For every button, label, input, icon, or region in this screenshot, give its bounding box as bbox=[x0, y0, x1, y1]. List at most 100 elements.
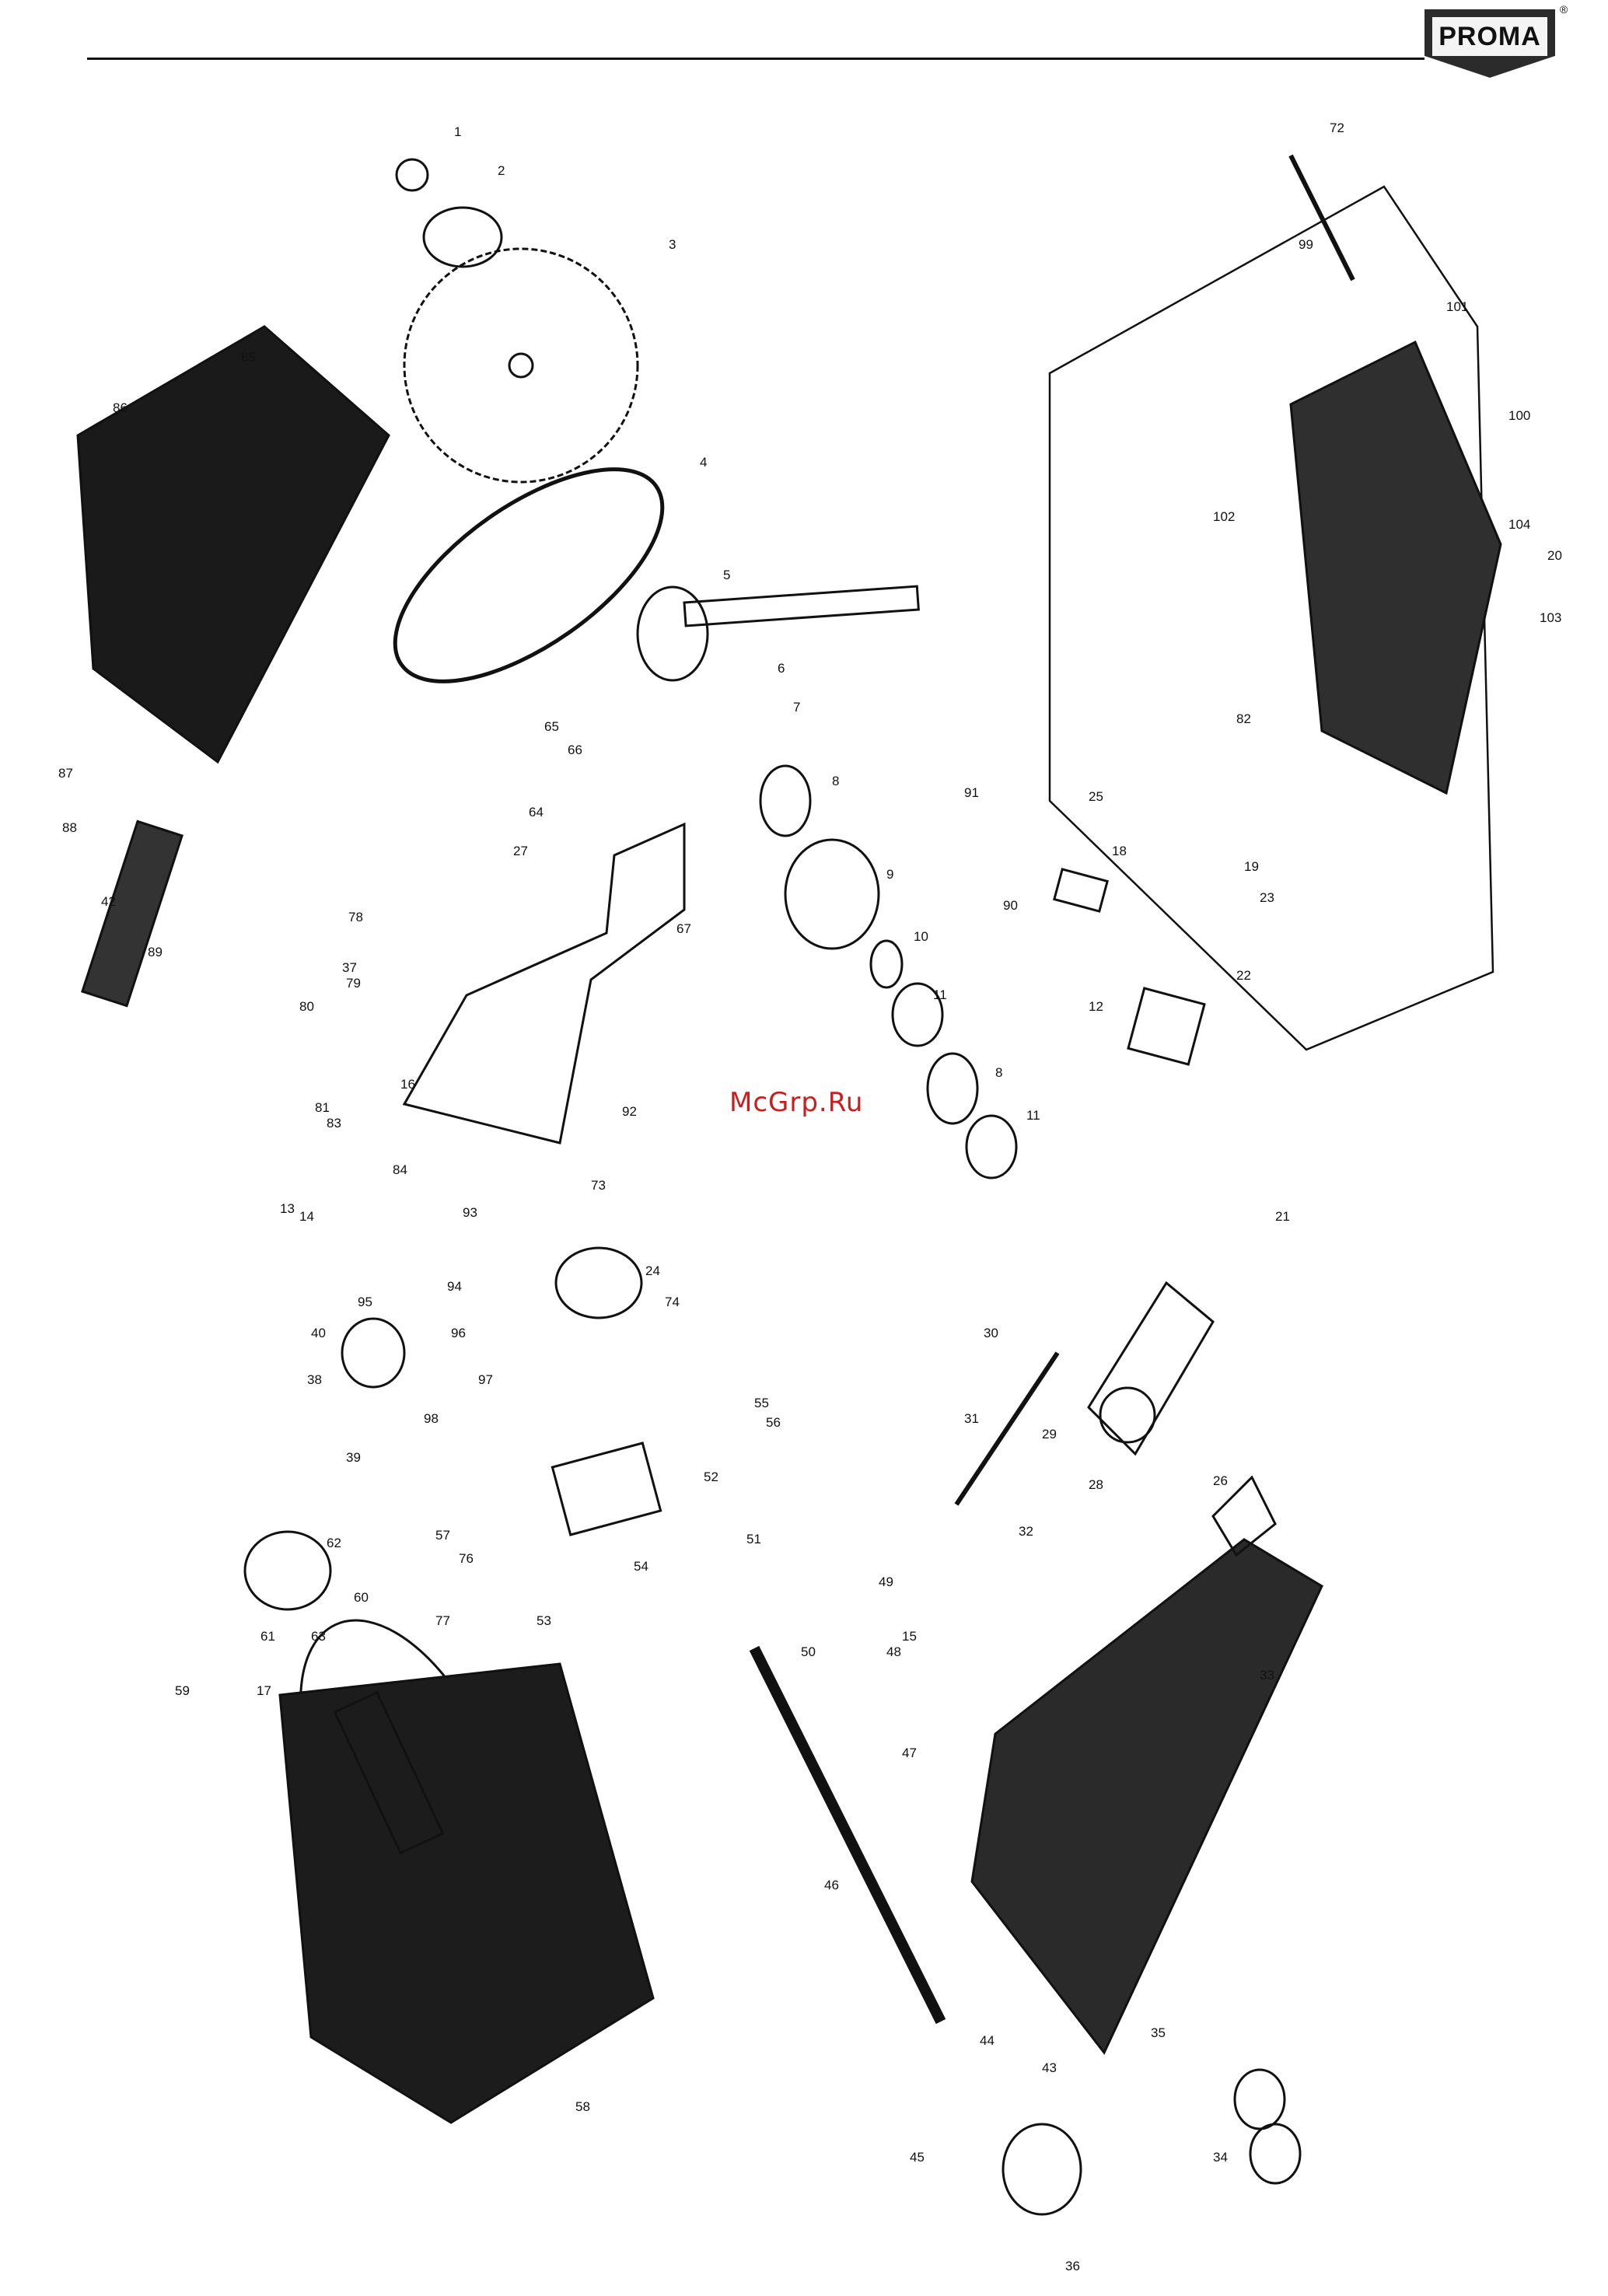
part-label: 77 bbox=[435, 1613, 450, 1628]
flange-part bbox=[422, 206, 503, 268]
part-label: 47 bbox=[902, 1746, 917, 1760]
registered-mark: ® bbox=[1560, 3, 1568, 16]
part-label: 92 bbox=[622, 1104, 637, 1119]
part-label: 43 bbox=[1042, 2060, 1057, 2075]
part-label: 80 bbox=[299, 999, 314, 1014]
part-label: 1 bbox=[454, 124, 461, 139]
bearing bbox=[926, 1052, 979, 1125]
motor-body bbox=[278, 1662, 655, 2124]
part-label: 2 bbox=[498, 163, 505, 178]
part-label: 73 bbox=[591, 1178, 606, 1193]
part-label: 66 bbox=[568, 743, 582, 757]
part-label: 84 bbox=[393, 1162, 407, 1177]
part-label: 7 bbox=[793, 700, 800, 715]
spindle-shaft bbox=[683, 585, 920, 627]
part-label: 82 bbox=[1236, 711, 1251, 726]
locking-rod bbox=[1288, 154, 1355, 281]
hand-wheel bbox=[1233, 2068, 1286, 2130]
part-label: 32 bbox=[1019, 1524, 1033, 1539]
part-label: 49 bbox=[879, 1574, 893, 1589]
spindle-pulley bbox=[636, 585, 709, 682]
part-label: 91 bbox=[964, 785, 979, 800]
part-label: 16 bbox=[400, 1077, 415, 1092]
part-label: 42 bbox=[101, 894, 116, 909]
part-label: 76 bbox=[459, 1551, 474, 1566]
plate bbox=[1053, 868, 1109, 913]
part-label: 23 bbox=[1260, 890, 1274, 905]
part-label: 25 bbox=[1089, 789, 1103, 804]
part-label: 90 bbox=[1003, 898, 1018, 913]
link-bar bbox=[954, 1351, 1060, 1506]
part-label: 17 bbox=[257, 1683, 271, 1698]
part-label: 52 bbox=[704, 1470, 718, 1484]
part-label: 9 bbox=[886, 867, 893, 882]
part-label: 95 bbox=[358, 1295, 372, 1309]
part-label: 56 bbox=[766, 1415, 781, 1430]
part-label: 63 bbox=[311, 1629, 326, 1644]
part-label: 58 bbox=[575, 2099, 590, 2114]
part-label: 24 bbox=[645, 1263, 660, 1278]
part-label: 10 bbox=[914, 929, 928, 944]
part-label: 79 bbox=[346, 976, 361, 991]
motor-pulley bbox=[243, 1530, 332, 1611]
part-label: 28 bbox=[1089, 1477, 1103, 1492]
part-label: 88 bbox=[62, 820, 77, 835]
logo-text: PROMA bbox=[1432, 17, 1547, 56]
part-label: 102 bbox=[1213, 509, 1235, 524]
part-label: 59 bbox=[175, 1683, 190, 1698]
gear bbox=[554, 1246, 643, 1319]
base-casting bbox=[970, 1538, 1323, 2055]
part-label: 104 bbox=[1508, 517, 1530, 532]
part-label: 44 bbox=[980, 2033, 995, 2048]
part-label: 30 bbox=[984, 1326, 998, 1340]
part-label: 13 bbox=[280, 1201, 295, 1216]
part-label: 4 bbox=[700, 455, 707, 470]
part-label: 97 bbox=[478, 1372, 493, 1387]
part-label: 8 bbox=[832, 774, 839, 788]
part-label: 38 bbox=[307, 1372, 322, 1387]
bearing-sleeve bbox=[784, 838, 880, 950]
part-label: 93 bbox=[463, 1205, 477, 1220]
part-label: 6 bbox=[778, 661, 785, 676]
part-label: 65 bbox=[544, 719, 559, 734]
watermark: McGrp.Ru bbox=[729, 1087, 864, 1118]
part-label: 39 bbox=[346, 1450, 361, 1465]
part-label: 78 bbox=[348, 910, 363, 924]
part-label: 22 bbox=[1236, 968, 1251, 983]
part-label: 55 bbox=[754, 1396, 769, 1410]
arm-bore bbox=[1099, 1386, 1156, 1444]
part-label: 64 bbox=[529, 805, 544, 820]
hand-wheel-large bbox=[1002, 2123, 1082, 2216]
part-label: 35 bbox=[1151, 2025, 1166, 2040]
part-label: 26 bbox=[1213, 1473, 1228, 1488]
part-label: 85 bbox=[241, 350, 256, 365]
blade-guard bbox=[76, 325, 390, 764]
part-label: 27 bbox=[513, 844, 528, 858]
part-label: 15 bbox=[902, 1629, 917, 1644]
part-label: 60 bbox=[354, 1590, 369, 1605]
part-label: 54 bbox=[634, 1559, 648, 1574]
part-label: 62 bbox=[327, 1536, 341, 1550]
motor-shaft bbox=[333, 1690, 445, 1855]
hand-wheel bbox=[1249, 2123, 1302, 2185]
spring bbox=[81, 820, 184, 1008]
part-label: 72 bbox=[1330, 121, 1344, 135]
part-label: 86 bbox=[113, 400, 128, 415]
part-label: 98 bbox=[424, 1411, 439, 1426]
table-outline bbox=[1048, 185, 1494, 1051]
part-label: 89 bbox=[148, 945, 163, 959]
part-label: 5 bbox=[723, 568, 730, 582]
part-label: 53 bbox=[537, 1613, 551, 1628]
part-label: 14 bbox=[299, 1209, 314, 1224]
part-label: 20 bbox=[1547, 548, 1562, 563]
header-rule bbox=[87, 58, 1424, 60]
part-label: 74 bbox=[665, 1295, 680, 1309]
part-label: 50 bbox=[801, 1644, 816, 1659]
support-arm bbox=[1087, 1281, 1215, 1456]
part-label: 57 bbox=[435, 1528, 450, 1543]
part-label: 12 bbox=[1089, 999, 1103, 1014]
part-label: 67 bbox=[676, 921, 691, 936]
clamp-block bbox=[1127, 987, 1206, 1066]
part-label: 37 bbox=[342, 960, 357, 975]
